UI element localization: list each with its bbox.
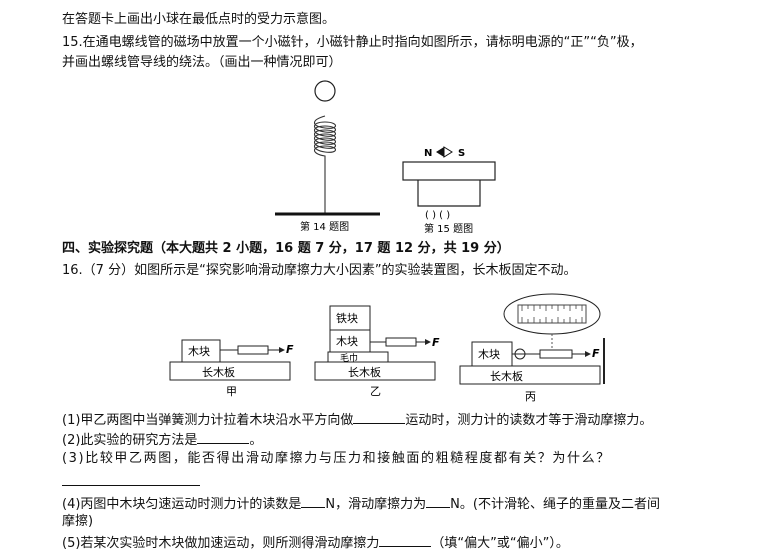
needle-s-label: S (458, 148, 465, 159)
question-16-2: (2)此实验的研究方法是。 (62, 430, 262, 450)
bing-board-label: 长木板 (490, 369, 523, 383)
blank-3[interactable] (62, 472, 200, 486)
blank-2[interactable] (197, 430, 250, 444)
yi-towel-label: 毛巾 (340, 352, 358, 364)
question-16-5: (5)若某次实验时木块做加速运动，则所测得滑动摩擦力（填“偏大”或“偏小”）。 (62, 533, 569, 553)
needle-n-label: N (424, 148, 432, 159)
question-15-line1: 15.在通电螺线管的磁场中放置一个小磁针，小磁针静止时指向如图所示，请标明电源的… (62, 35, 643, 50)
jia-block-label: 木块 (188, 345, 210, 358)
blank-1[interactable] (353, 410, 406, 424)
solenoid-top (402, 161, 496, 181)
yi-caption: 乙 (370, 385, 381, 398)
jia-f-label: F (286, 343, 294, 356)
bing-caption: 丙 (525, 390, 536, 403)
yi-iron-block (329, 305, 371, 331)
bing-board (459, 365, 601, 385)
bing-scale-ticks (521, 305, 583, 323)
yi-spring-scale (385, 337, 417, 347)
ball-icon (314, 80, 336, 102)
fig14-caption: 第 14 题图 (300, 220, 349, 233)
question-16-stem: 16.（7 分）如图所示是“探究影响滑动摩擦力大小因素”的实验装置图，长木板固定… (62, 263, 577, 278)
blank-4a[interactable] (301, 494, 326, 508)
question-14-tail: 在答题卡上画出小球在最低点时的受力示意图。 (62, 12, 336, 27)
fig15-caption: 第 15 题图 (424, 222, 473, 235)
jia-block (181, 339, 221, 363)
terminals-label: ( ) ( ) (425, 210, 450, 221)
jia-spring-scale (237, 345, 269, 355)
needle-n-end (436, 147, 444, 157)
question-16-3-answer (62, 472, 200, 492)
question-15-line2: 并画出螺线管导线的绕法。（画出一种情况即可） (62, 55, 342, 70)
bing-block-label: 木块 (478, 348, 500, 361)
question-16-1: (1)甲乙两图中当弹簧测力计拉着木块沿水平方向做运动时，测力计的读数才等于滑动摩… (62, 410, 652, 430)
jia-board-label: 长木板 (202, 365, 235, 379)
jia-board (169, 361, 291, 381)
yi-iron-label: 铁块 (336, 312, 358, 325)
needle-s-end (443, 146, 453, 158)
question-16-3: (3)比较甲乙两图，能否得出滑动摩擦力与压力和接触面的粗糙程度都有关？为什么？ (62, 451, 611, 466)
yi-board-label: 长木板 (348, 365, 381, 379)
question-16-4-cont: 摩擦) (62, 514, 94, 529)
bing-spring-scale (539, 349, 573, 359)
yi-f-label: F (432, 336, 440, 349)
section-4-heading: 四、实验探究题（本大题共 2 小题，16 题 7 分，17 题 12 分，共 1… (62, 241, 510, 256)
jia-caption: 甲 (226, 385, 237, 398)
blank-5[interactable] (379, 533, 432, 547)
bing-block (471, 341, 513, 367)
blank-4b[interactable] (426, 494, 451, 508)
yi-block-label: 木块 (336, 335, 358, 348)
figures-14-15: 第 14 题图 N S ( ) ( ) 第 15 题图 (275, 80, 496, 235)
solenoid-core (417, 180, 481, 207)
bing-f-label: F (592, 347, 600, 360)
friction-experiment-figures: 长木板 木块 F 甲 长木板 毛巾 木块 铁块 F 乙 长木板 木块 F 丙 (169, 293, 605, 403)
spring-icon (313, 115, 337, 214)
